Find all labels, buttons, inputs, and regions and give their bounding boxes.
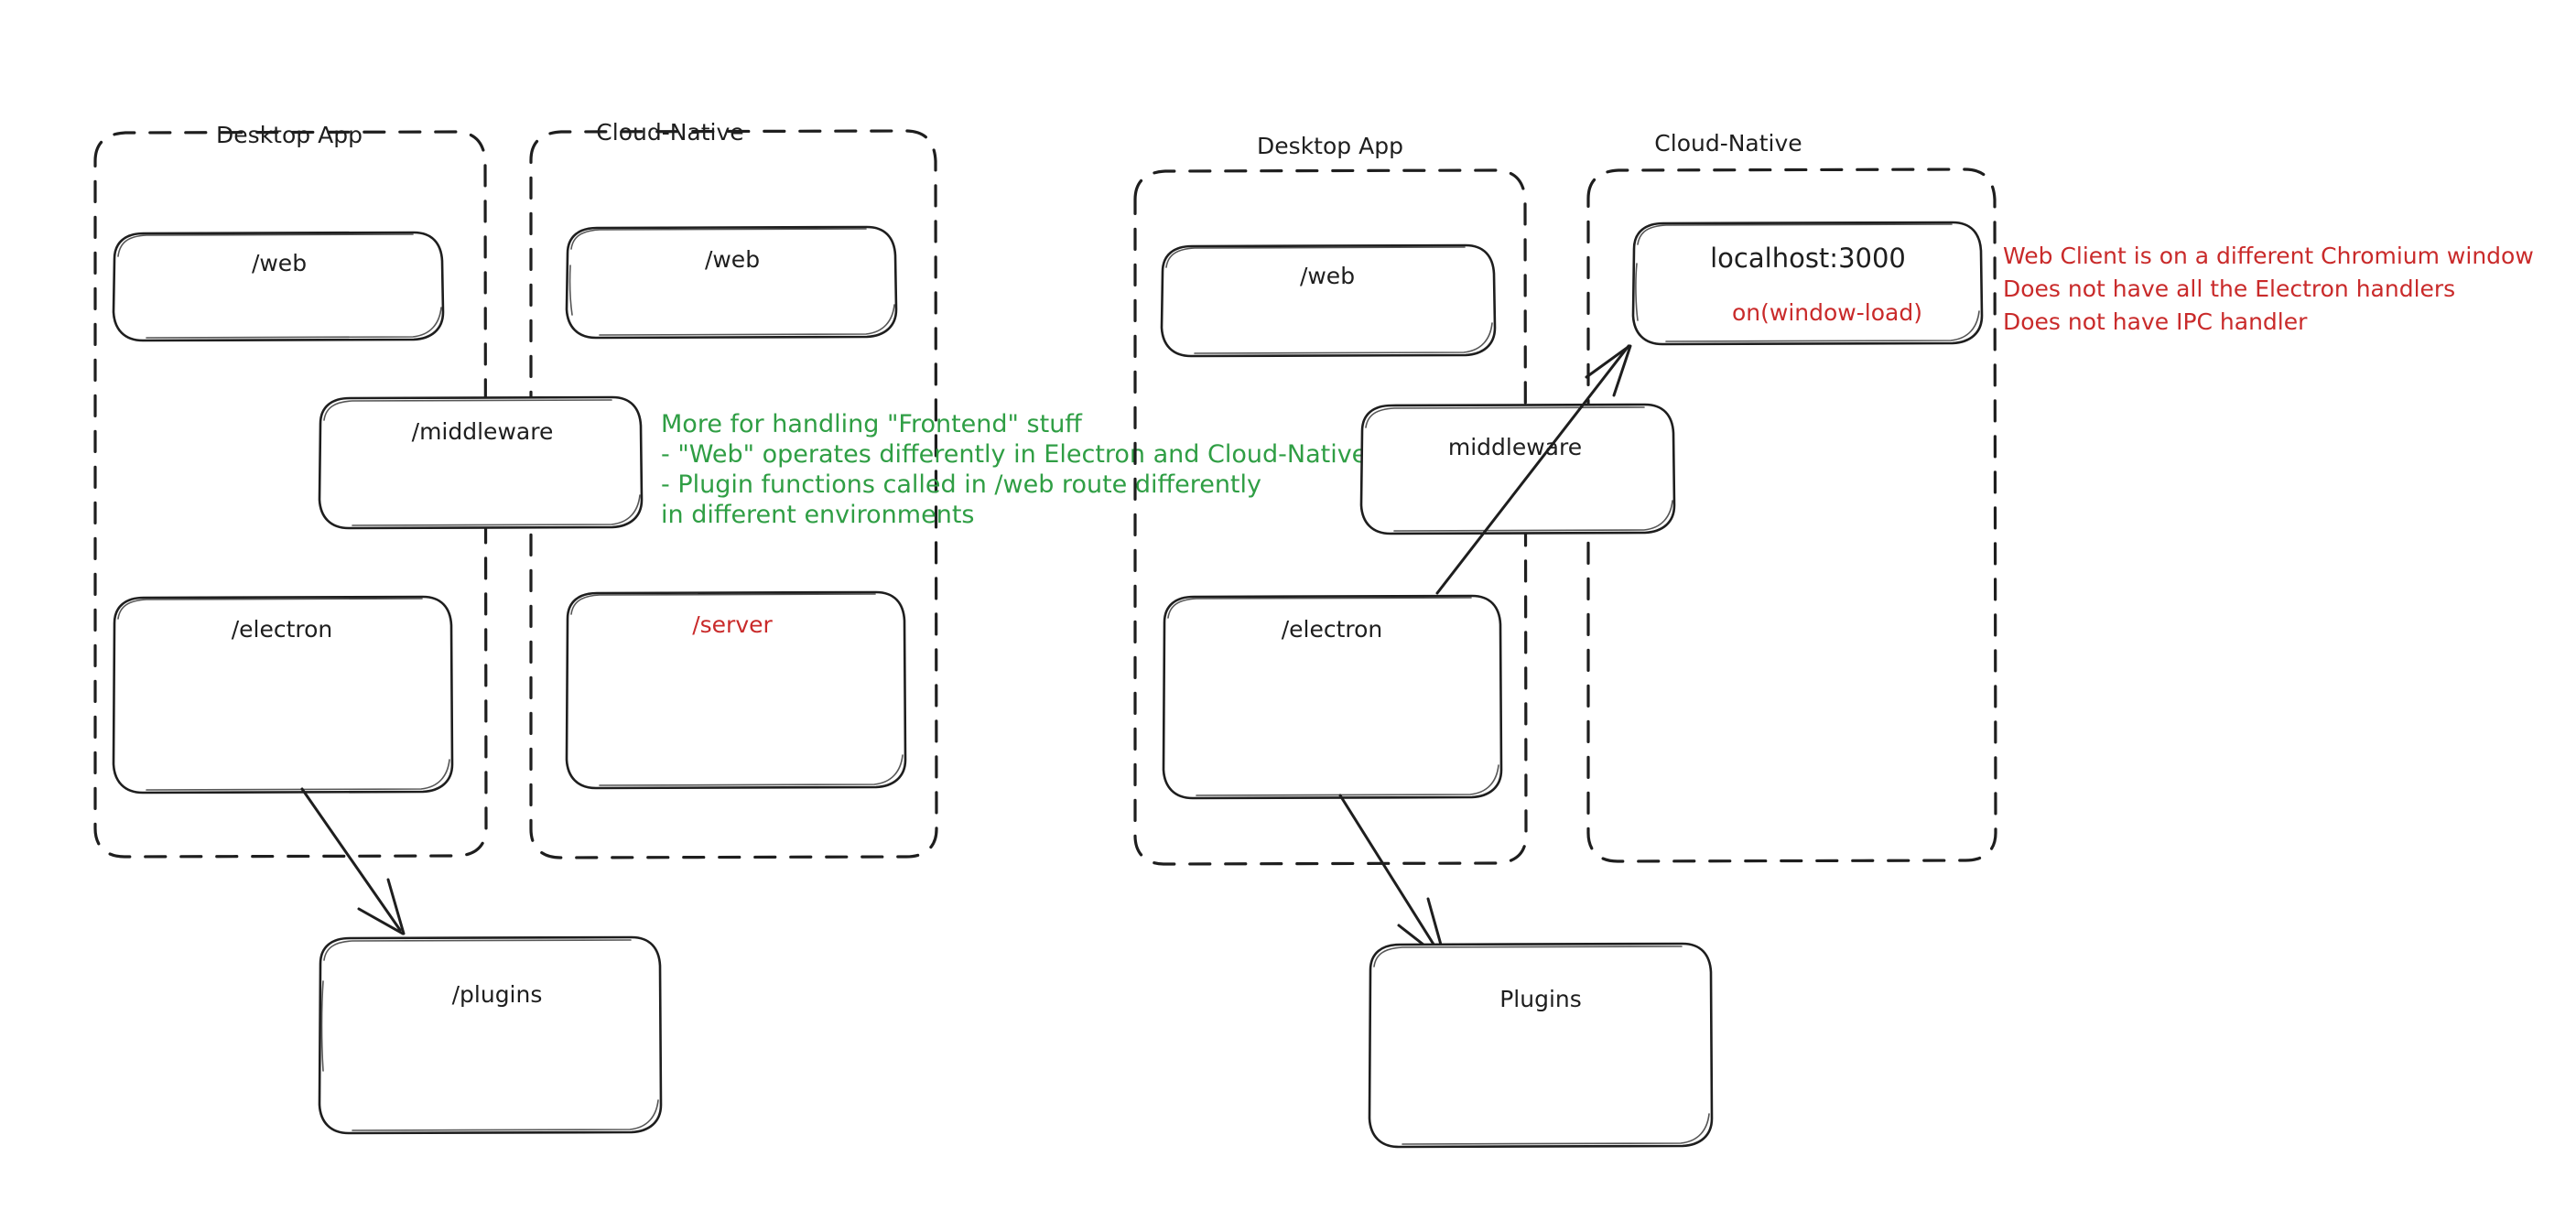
card-outline [1368,942,1714,1149]
node-label: /web [705,246,760,273]
dashed-boundary [93,130,488,859]
node-label: localhost:3000 [1710,243,1906,274]
card-outline [112,231,445,342]
card-outline [565,225,898,340]
node-label: /electron [232,616,333,643]
node-left-electron[interactable]: /electron [112,595,454,794]
green-note-line-3: in different environments [661,501,974,529]
card-sketch-echo [570,593,904,786]
node-left-plugins[interactable]: /plugins [318,935,663,1135]
card-sketch-echo [1373,946,1710,1145]
group-left-cloud-native [529,129,938,859]
card-sketch-echo [1165,246,1493,354]
card-outline [1162,594,1503,800]
arrow-shaft [300,787,402,932]
node-label: /web [1300,263,1355,289]
card-sketch-echo [323,399,641,526]
arrow-shaft [1435,344,1630,595]
card-sketch-echo [117,233,442,339]
node-label: /plugins [452,981,543,1008]
dashed-boundary [529,129,938,859]
card-outline [1160,243,1497,358]
card-sketch-echo [1365,406,1673,532]
group-label-left-cloud-native: Cloud-Native [596,119,743,146]
card-sketch-echo [320,939,659,1131]
node-right-middleware[interactable]: middleware [1359,403,1676,535]
group-label-right-desktop: Desktop App [1257,133,1403,159]
group-right-desktop-app [1133,168,1528,866]
node-left-server[interactable]: /server [565,590,907,790]
node-right-electron[interactable]: /electron [1162,594,1503,800]
node-left-web[interactable]: /web [112,231,445,342]
arrow-head [1585,344,1632,397]
arrow-right-electron-to-localhost [1435,344,1632,595]
card-outline [565,590,907,790]
dashed-boundary [1133,168,1528,866]
node-label: middleware [1448,434,1582,460]
node-left-web-cloud[interactable]: /web [565,225,898,340]
node-label: /server [692,611,773,638]
card-sketch-echo [568,228,895,336]
dashed-boundary [1586,168,1997,863]
group-label-right-cloud-native: Cloud-Native [1654,130,1802,157]
card-outline [318,935,663,1135]
green-note-line-2: - Plugin functions called in /web route … [661,470,1261,499]
annotation-red-note: Web Client is on a different Chromium wi… [2003,243,2534,335]
green-note-line-0: More for handling "Frontend" stuff [661,410,1083,438]
red-note-line-2: Does not have IPC handler [2003,308,2308,335]
node-left-middleware[interactable]: /middleware [318,395,644,530]
green-note-line-1: - "Web" operates differently in Electron… [661,440,1367,469]
card-sketch-echo [117,598,450,791]
card-outline [318,395,644,530]
card-outline [1359,403,1676,535]
annotation-green-note: More for handling "Frontend" stuff - "We… [661,410,1367,529]
node-right-web[interactable]: /web [1160,243,1497,358]
node-label: /web [252,250,307,276]
node-label: /middleware [412,418,554,445]
red-note-line-0: Web Client is on a different Chromium wi… [2003,243,2534,269]
node-right-localhost[interactable]: localhost:3000 on(window-load) [1631,221,1984,346]
red-note-line-1: Does not have all the Electron handlers [2003,276,2455,302]
node-right-plugins[interactable]: Plugins [1368,942,1714,1149]
card-outline [1631,221,1984,346]
group-label-left-desktop: Desktop App [216,122,363,148]
node-label: /electron [1282,616,1383,643]
card-sketch-echo [1635,223,1980,342]
arrow-shaft [1338,794,1444,959]
group-right-cloud-native [1586,168,1997,863]
node-label: Plugins [1499,986,1582,1012]
arrow-right-electron-to-plugins [1338,794,1447,963]
card-outline [112,595,454,794]
arrow-head [357,878,406,935]
group-left-desktop-app [93,130,488,859]
arrow-left-electron-to-plugins [300,787,406,935]
node-sublabel: on(window-load) [1732,299,1922,326]
card-sketch-echo [1167,597,1499,796]
